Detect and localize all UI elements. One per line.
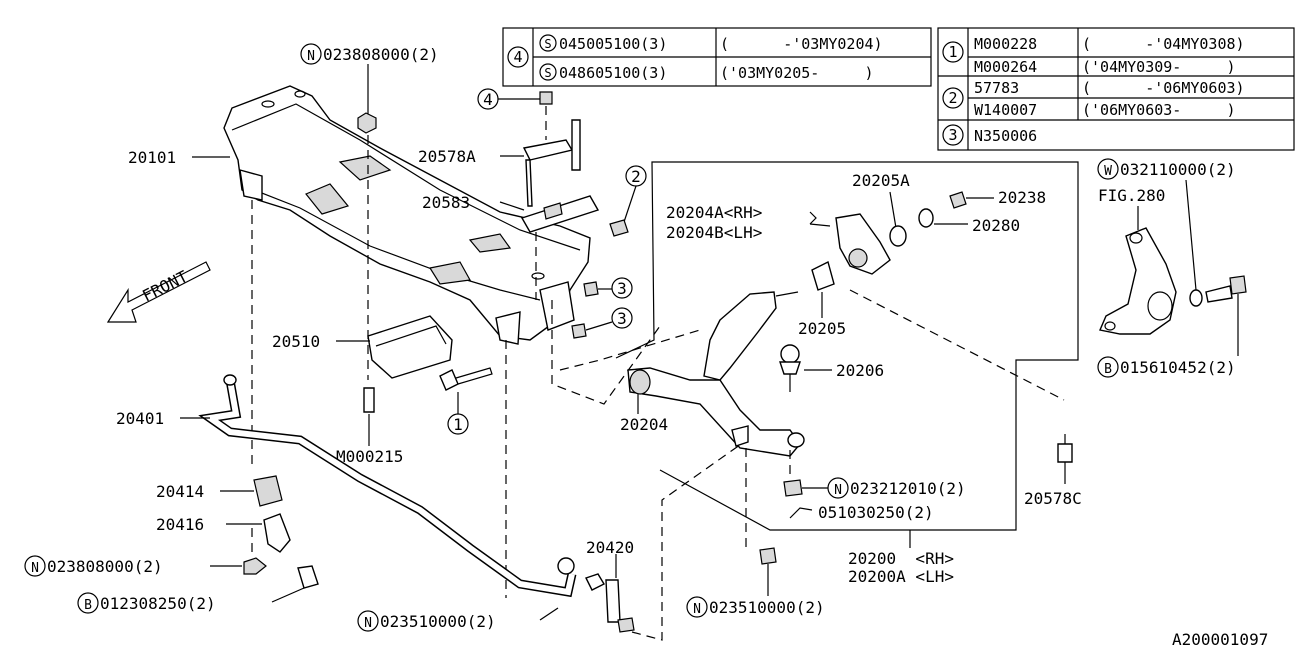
front-label: FRONT xyxy=(139,267,191,306)
label-20414: 20414 xyxy=(156,482,204,501)
table-right-range-1a: ( -'04MY0308) xyxy=(1082,35,1245,53)
table-right-part-3: N350006 xyxy=(974,127,1037,145)
stabilizer-bar-20401 xyxy=(198,374,577,598)
table-right-range-2b: ('06MY0603- ) xyxy=(1082,101,1236,119)
prefix-n-4: N xyxy=(834,483,842,498)
callout-3a: 3 xyxy=(617,279,627,298)
table-right-key-1: 1 xyxy=(948,43,957,61)
label-20238: 20238 xyxy=(998,188,1046,207)
label-M000215: M000215 xyxy=(336,447,403,466)
label-20510: 20510 xyxy=(272,332,320,351)
table-left-prefix-1: S xyxy=(544,37,551,51)
label-20205: 20205 xyxy=(798,319,846,338)
label-20204B: 20204B<LH> xyxy=(666,223,762,242)
prefix-b-2: B xyxy=(1104,362,1112,377)
label-20578A-text: 20578A xyxy=(418,147,476,166)
prefix-n-1: N xyxy=(307,49,315,64)
clamp-20416-icon xyxy=(263,513,291,553)
label-20205A: 20205A xyxy=(852,171,910,190)
callout-2: 2 xyxy=(631,167,641,186)
table-right-key-2: 2 xyxy=(948,89,957,107)
table-left-part-2: 048605100(3) xyxy=(559,64,667,82)
label-051030250: 051030250(2) xyxy=(818,503,934,522)
table-left-key: 4 xyxy=(513,48,522,66)
label-fig280: FIG.280 xyxy=(1098,186,1165,205)
label-n023808000-bottom: 023808000(2) xyxy=(47,557,163,576)
callout-1: 1 xyxy=(453,415,463,434)
table-right-range-2a: ( -'06MY0603) xyxy=(1082,79,1245,97)
boot-20205-icon xyxy=(811,260,835,291)
label-20583: 20583 xyxy=(422,193,470,212)
label-b015610452: 015610452(2) xyxy=(1120,358,1236,377)
bolt-2-icon xyxy=(609,219,629,237)
table-left-prefix-2: S xyxy=(544,66,551,80)
label-20401: 20401 xyxy=(116,409,164,428)
label-b012308250: 012308250(2) xyxy=(100,594,216,613)
label-20200: 20200 <RH> xyxy=(848,549,954,568)
table-left-range-2: ('03MY0205- ) xyxy=(720,64,874,82)
bolt-4-icon xyxy=(539,91,553,105)
label-20101: 20101 xyxy=(128,148,176,167)
label-20420: 20420 xyxy=(586,538,634,557)
label-n023212010: 023212010(2) xyxy=(850,479,966,498)
label-n023510000-b: 023510000(2) xyxy=(709,598,825,617)
prefix-n-5: N xyxy=(693,602,701,617)
table-right-part-2a: 57783 xyxy=(974,79,1019,97)
callout-4: 4 xyxy=(483,90,493,109)
label-20578C: 20578C xyxy=(1024,489,1082,508)
label-w032110000: 032110000(2) xyxy=(1120,160,1236,179)
table-left-range-1: ( -'03MY0204) xyxy=(720,35,883,53)
prefix-w-1: W xyxy=(1104,164,1112,179)
front-arrow: FRONT xyxy=(106,261,211,323)
label-20204A: 20204A<RH> xyxy=(666,203,762,222)
prefix-b-1: B xyxy=(84,598,92,613)
label-20416: 20416 xyxy=(156,515,204,534)
label-n023510000-a: 023510000(2) xyxy=(380,612,496,631)
bushing-20414-icon xyxy=(253,475,283,507)
table-left: 4 S 045005100(3) ( -'03MY0204) S 0486051… xyxy=(502,27,932,87)
ball-joint-20206-icon xyxy=(780,344,800,364)
diagram-id: A200001097 xyxy=(1172,630,1268,649)
table-right-part-1a: M000228 xyxy=(974,35,1037,53)
label-n023808000-top: 023808000(2) xyxy=(323,45,439,64)
label-20200A: 20200A <LH> xyxy=(848,567,954,586)
lower-arm-20200 xyxy=(627,291,805,457)
label-20206: 20206 xyxy=(836,361,884,380)
table-right-key-3: 3 xyxy=(948,126,957,144)
label-20280: 20280 xyxy=(972,216,1020,235)
callout-3b: 3 xyxy=(617,309,627,328)
label-20204: 20204 xyxy=(620,415,668,434)
nut-top-icon xyxy=(357,112,377,134)
table-left-part-1: 045005100(3) xyxy=(559,35,667,53)
knuckle-fig280 xyxy=(1099,227,1177,335)
crossmember-20101 xyxy=(223,85,591,345)
table-right-range-1b: ('04MY0309- ) xyxy=(1082,58,1236,76)
table-right: 1 M000228 ( -'04MY0308) M000264 ('04MY03… xyxy=(937,27,1295,151)
table-right-part-1b: M000264 xyxy=(974,58,1037,76)
bolt-b015610452-icon xyxy=(1229,275,1247,295)
prefix-n-2: N xyxy=(31,561,39,576)
prefix-n-3: N xyxy=(364,616,372,631)
table-right-part-2b: W140007 xyxy=(974,101,1037,119)
